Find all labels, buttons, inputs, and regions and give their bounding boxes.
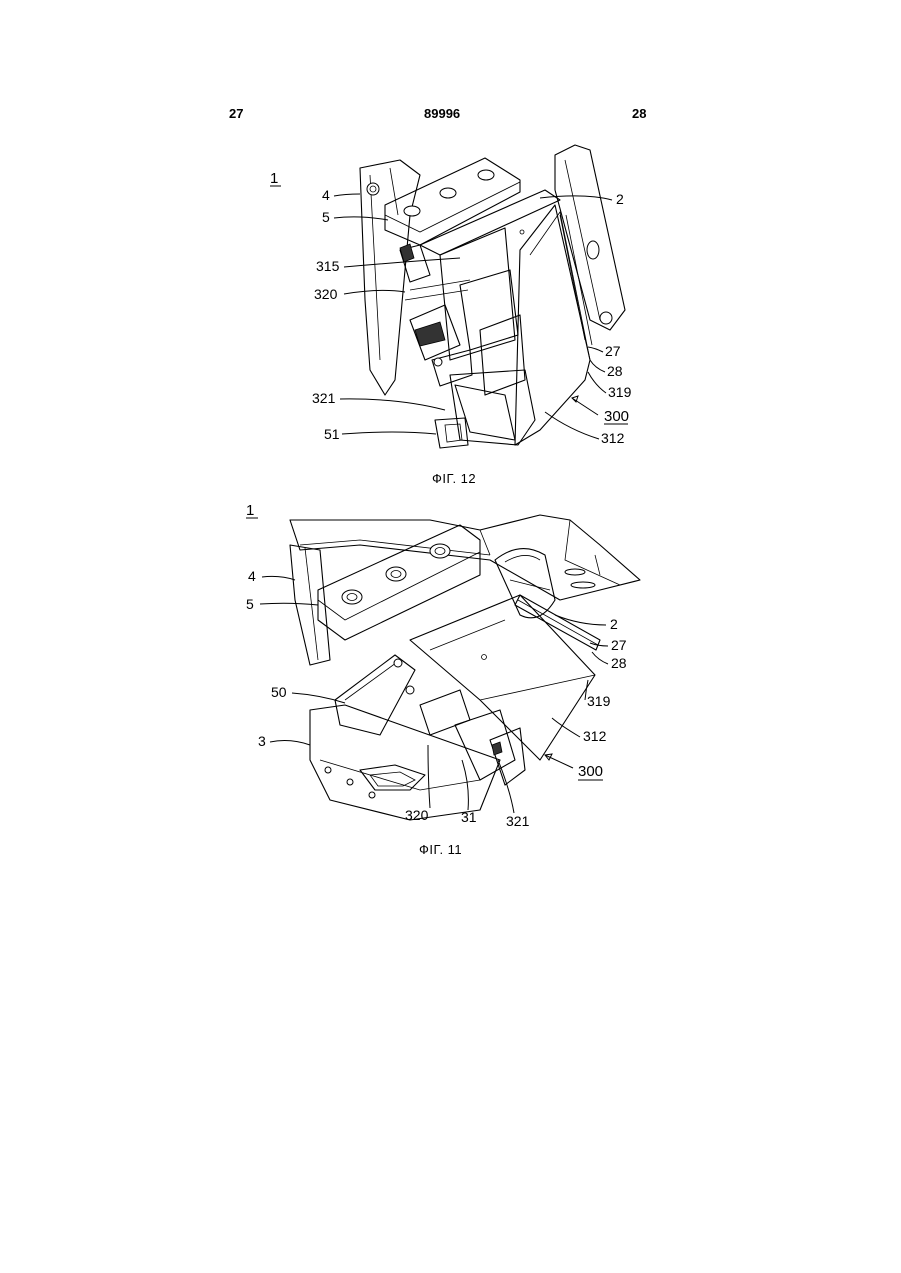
fig11-label-2: 2 — [610, 616, 618, 632]
fig11-label-320: 320 — [405, 807, 429, 823]
fig11-label-28: 28 — [611, 655, 627, 671]
fig11-label-5: 5 — [246, 596, 254, 612]
figure-11-drawing: 1 4 5 2 27 28 50 319 312 3 300 320 31 32… — [0, 505, 901, 835]
fig12-label-319: 319 — [608, 384, 632, 400]
fig11-label-4: 4 — [248, 568, 256, 584]
fig12-label-28: 28 — [607, 363, 623, 379]
fig12-reference-labels: 1 4 5 2 315 320 27 28 319 321 300 51 312 — [270, 170, 632, 446]
fig12-label-4: 4 — [322, 187, 330, 203]
fig11-label-50: 50 — [271, 684, 287, 700]
figure-12-drawing: 1 4 5 2 315 320 27 28 319 321 300 51 312 — [0, 140, 901, 460]
fig11-ref-main: 1 — [246, 505, 254, 519]
fig11-label-312: 312 — [583, 728, 607, 744]
page-number-right: 28 — [632, 106, 646, 121]
fig12-label-300: 300 — [604, 408, 629, 425]
fig11-label-27: 27 — [611, 637, 627, 653]
fig11-label-319: 319 — [587, 693, 611, 709]
fig12-mechanism-sketch — [360, 145, 625, 448]
figure-12-caption: ФІГ. 12 — [432, 471, 476, 486]
page-number-left: 27 — [229, 106, 243, 121]
document-number: 89996 — [424, 106, 460, 121]
figure-11-caption: ФІГ. 11 — [419, 842, 462, 857]
fig12-label-2: 2 — [616, 191, 624, 207]
fig12-label-321: 321 — [312, 390, 336, 406]
fig12-label-315: 315 — [316, 258, 340, 274]
fig11-label-31: 31 — [461, 809, 477, 825]
fig12-label-320: 320 — [314, 286, 338, 302]
fig11-label-3: 3 — [258, 733, 266, 749]
fig11-label-321: 321 — [506, 813, 530, 829]
fig12-label-5: 5 — [322, 209, 330, 225]
fig12-ref-main: 1 — [270, 170, 278, 187]
fig11-label-300: 300 — [578, 763, 603, 780]
fig12-label-312: 312 — [601, 430, 625, 446]
fig12-label-51: 51 — [324, 426, 340, 442]
fig12-label-27: 27 — [605, 343, 621, 359]
